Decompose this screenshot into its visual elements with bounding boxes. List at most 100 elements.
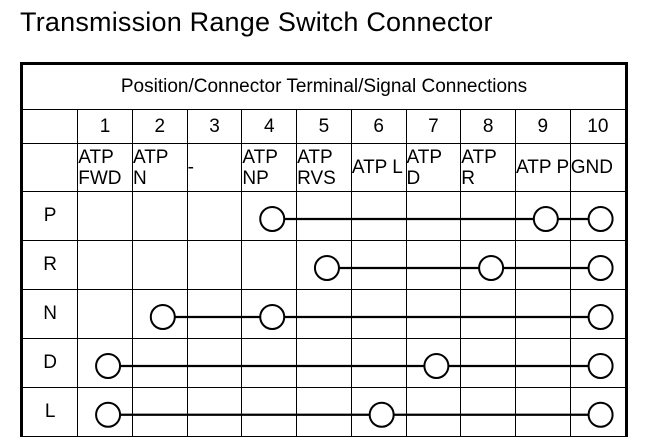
signal-name-5-text: ATP RVS [297,146,336,189]
cell-n-3 [186,289,243,339]
signal-name-4-text: ATP NP [242,146,278,189]
cell-r-4 [241,240,298,290]
position-label-l: L [23,387,79,436]
terminal-number-6: 6 [350,109,407,144]
cell-r-2 [131,240,188,290]
cell-r-6 [350,240,407,290]
cell-l-5 [296,387,352,436]
cell-p-4 [241,191,298,241]
cell-p-8 [460,191,516,241]
cell-r-7 [405,240,462,290]
cell-l-8 [460,387,516,436]
cell-p-9 [514,191,571,241]
cell-n-6 [350,289,407,339]
signal-name-6-text: ATP L [351,157,403,178]
cell-l-3 [186,387,243,436]
cell-n-2 [131,289,188,339]
cell-n-9 [514,289,571,339]
matrix-grid: Position/Connector Terminal/Signal Conne… [23,65,625,436]
terminal-number-5: 5 [296,109,352,144]
cell-l-10 [569,387,625,436]
cell-n-1 [77,289,133,339]
terminal-number-row: 1 2 3 4 5 6 7 8 9 10 [23,109,625,144]
cell-p-1 [77,191,133,241]
terminal-number-8: 8 [460,109,516,144]
signal-name-10-text: GND [570,157,613,178]
cell-p-10 [569,191,625,241]
row-label-header-cell [23,109,79,144]
signal-name-2: ATP N [131,143,188,192]
cell-r-9 [514,240,571,290]
cell-p-7 [405,191,462,241]
position-label-n: N [23,289,79,339]
cell-l-2 [131,387,188,436]
cell-n-5 [296,289,352,339]
terminal-number-3: 3 [186,109,243,144]
cell-n-4 [241,289,298,339]
position-row-n: N [23,289,625,339]
cell-p-6 [350,191,407,241]
terminal-number-10: 10 [569,109,625,144]
signal-name-9-text: ATP P [515,157,570,178]
cell-d-9 [514,338,571,388]
position-row-l: L [23,387,625,436]
position-row-r: R [23,240,625,290]
cell-n-8 [460,289,516,339]
signal-name-1-text: ATP FWD [78,146,122,189]
signal-name-2-text: ATP N [132,146,169,189]
signal-name-3-text: - [187,157,194,178]
position-row-p: P [23,191,625,241]
cell-r-10 [569,240,625,290]
terminal-number-1: 1 [77,109,133,144]
signal-name-8: ATP R [460,143,516,192]
terminal-number-9: 9 [514,109,571,144]
cell-l-7 [405,387,462,436]
cell-d-3 [186,338,243,388]
cell-d-10 [569,338,625,388]
cell-r-3 [186,240,243,290]
cell-r-5 [296,240,352,290]
signal-name-5: ATP RVS [296,143,352,192]
signal-name-6: ATP L [350,143,407,192]
signal-name-row: ATP FWD ATP N - ATP NP ATP RVS ATP L ATP… [23,143,625,192]
matrix-banner-header: Position/Connector Terminal/Signal Conne… [23,65,625,110]
cell-l-6 [350,387,407,436]
cell-d-6 [350,338,407,388]
connection-matrix-table: Position/Connector Terminal/Signal Conne… [20,62,628,437]
cell-d-1 [77,338,133,388]
cell-r-1 [77,240,133,290]
signal-name-7-text: ATP D [406,146,442,189]
cell-r-8 [460,240,516,290]
signal-name-8-text: ATP R [461,146,497,189]
signal-name-4: ATP NP [241,143,298,192]
cell-n-10 [569,289,625,339]
signal-name-10: GND [569,143,625,192]
position-label-d: D [23,338,79,388]
page-title: Transmission Range Switch Connector [20,7,493,37]
position-label-p: P [23,191,79,241]
cell-p-2 [131,191,188,241]
cell-l-9 [514,387,571,436]
signal-name-1: ATP FWD [77,143,133,192]
cell-p-3 [186,191,243,241]
terminal-number-7: 7 [405,109,462,144]
cell-d-4 [241,338,298,388]
cell-p-5 [296,191,352,241]
cell-d-8 [460,338,516,388]
cell-l-1 [77,387,133,436]
signal-row-label-blank [23,143,79,192]
signal-name-7: ATP D [405,143,462,192]
cell-n-7 [405,289,462,339]
position-row-d: D [23,338,625,388]
signal-name-3: - [186,143,243,192]
signal-name-9: ATP P [514,143,571,192]
terminal-number-4: 4 [241,109,298,144]
position-label-r: R [23,240,79,290]
cell-d-2 [131,338,188,388]
matrix-body: Position/Connector Terminal/Signal Conne… [23,65,625,436]
cell-d-7 [405,338,462,388]
cell-d-5 [296,338,352,388]
cell-l-4 [241,387,298,436]
banner-row: Position/Connector Terminal/Signal Conne… [23,65,625,110]
terminal-number-2: 2 [131,109,188,144]
